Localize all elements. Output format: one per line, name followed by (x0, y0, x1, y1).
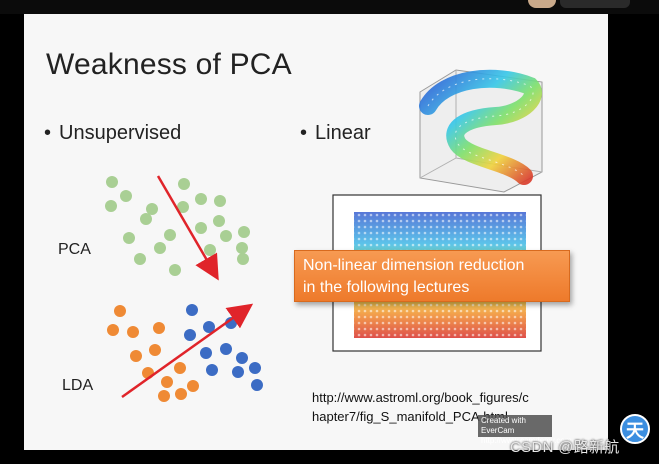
lda-direction-arrow (121, 303, 254, 399)
s-curve-3d-plot (419, 69, 543, 193)
app-badge-icon[interactable]: 天 (620, 414, 650, 444)
lda-label: LDA (62, 377, 94, 394)
callout-line-2: in the following lectures (303, 279, 470, 296)
bullet-marker: • (44, 122, 52, 144)
url-line-1: http://www.astroml.org/book_figures/c (312, 390, 529, 405)
pca-label: PCA (58, 241, 91, 258)
nonlinear-callout: Non-linear dimension reduction in the fo… (294, 250, 570, 302)
lda-points-orange (107, 305, 199, 402)
bullet-unsupervised: • Unsupervised (44, 122, 181, 145)
top-overlay-pill[interactable] (560, 0, 630, 8)
lda-points-blue (184, 304, 263, 391)
url-line-2: hapter7/fig_S_manifold_PCA.html (312, 409, 508, 424)
bullet-marker: • (300, 122, 308, 144)
callout-line-1: Non-linear dimension reduction (303, 257, 525, 274)
bullet-linear: • Linear (300, 122, 371, 145)
top-bar (0, 0, 659, 14)
pca-direction-arrow (156, 175, 219, 281)
bullet-text: Unsupervised (59, 122, 182, 144)
avatar[interactable] (528, 0, 556, 8)
csdn-watermark: CSDN @路新航 (510, 439, 620, 456)
slide-title: Weakness of PCA (46, 48, 292, 81)
source-url[interactable]: http://www.astroml.org/book_figures/c ha… (312, 388, 562, 426)
bullet-text: Linear (315, 122, 371, 144)
evercam-watermark: Created with EverCam http://www.camdemy.… (478, 415, 572, 445)
pca-points (105, 176, 250, 276)
